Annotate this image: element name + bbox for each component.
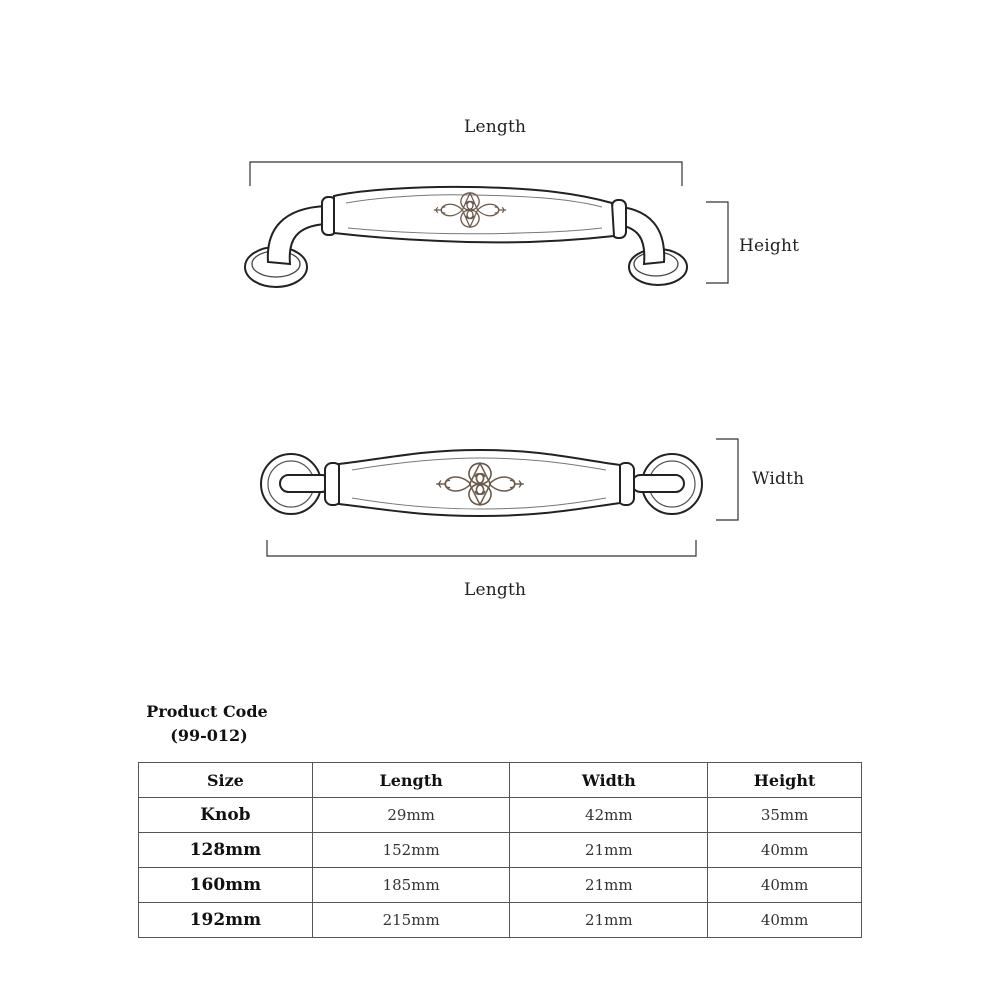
length-dimension-line-top xyxy=(249,161,683,186)
header-height: Height xyxy=(707,762,862,798)
handle-diagram xyxy=(244,161,739,557)
row-size: 128mm xyxy=(138,832,313,868)
height-label: Height xyxy=(739,236,800,256)
table-row: 160mm 185mm 21mm 40mm xyxy=(138,867,862,903)
row-height: 35mm xyxy=(707,797,862,833)
side-view xyxy=(244,161,729,288)
row-width: 21mm xyxy=(509,867,709,903)
row-size: 192mm xyxy=(138,902,313,938)
header-length: Length xyxy=(311,762,511,798)
table-row: 192mm 215mm 21mm 40mm xyxy=(138,902,862,938)
top-view xyxy=(260,438,739,557)
length-label-bottom: Length xyxy=(464,580,527,600)
row-length: 29mm xyxy=(311,797,511,833)
width-dimension-line xyxy=(716,438,739,521)
width-label: Width xyxy=(752,469,805,489)
row-height: 40mm xyxy=(707,867,862,903)
row-size: 160mm xyxy=(138,867,313,903)
row-length: 152mm xyxy=(311,832,511,868)
length-label-top: Length xyxy=(464,117,527,137)
size-spec-table: Size Length Width Height Knob 29mm 42mm … xyxy=(138,762,862,938)
length-dimension-line-bottom xyxy=(266,540,697,557)
table-row: Knob 29mm 42mm 35mm xyxy=(138,797,862,833)
row-width: 21mm xyxy=(509,902,709,938)
row-height: 40mm xyxy=(707,832,862,868)
row-size: Knob xyxy=(138,797,313,833)
row-width: 21mm xyxy=(509,832,709,868)
table-header-row: Size Length Width Height xyxy=(138,762,862,798)
row-height: 40mm xyxy=(707,902,862,938)
header-width: Width xyxy=(509,762,709,798)
row-length: 215mm xyxy=(311,902,511,938)
height-dimension-line xyxy=(706,201,729,284)
product-code-label: Product Code xyxy=(146,702,268,721)
row-length: 185mm xyxy=(311,867,511,903)
product-code-value: (99-012) xyxy=(170,726,248,745)
row-width: 42mm xyxy=(509,797,709,833)
table-row: 128mm 152mm 21mm 40mm xyxy=(138,832,862,868)
header-size: Size xyxy=(138,762,313,798)
